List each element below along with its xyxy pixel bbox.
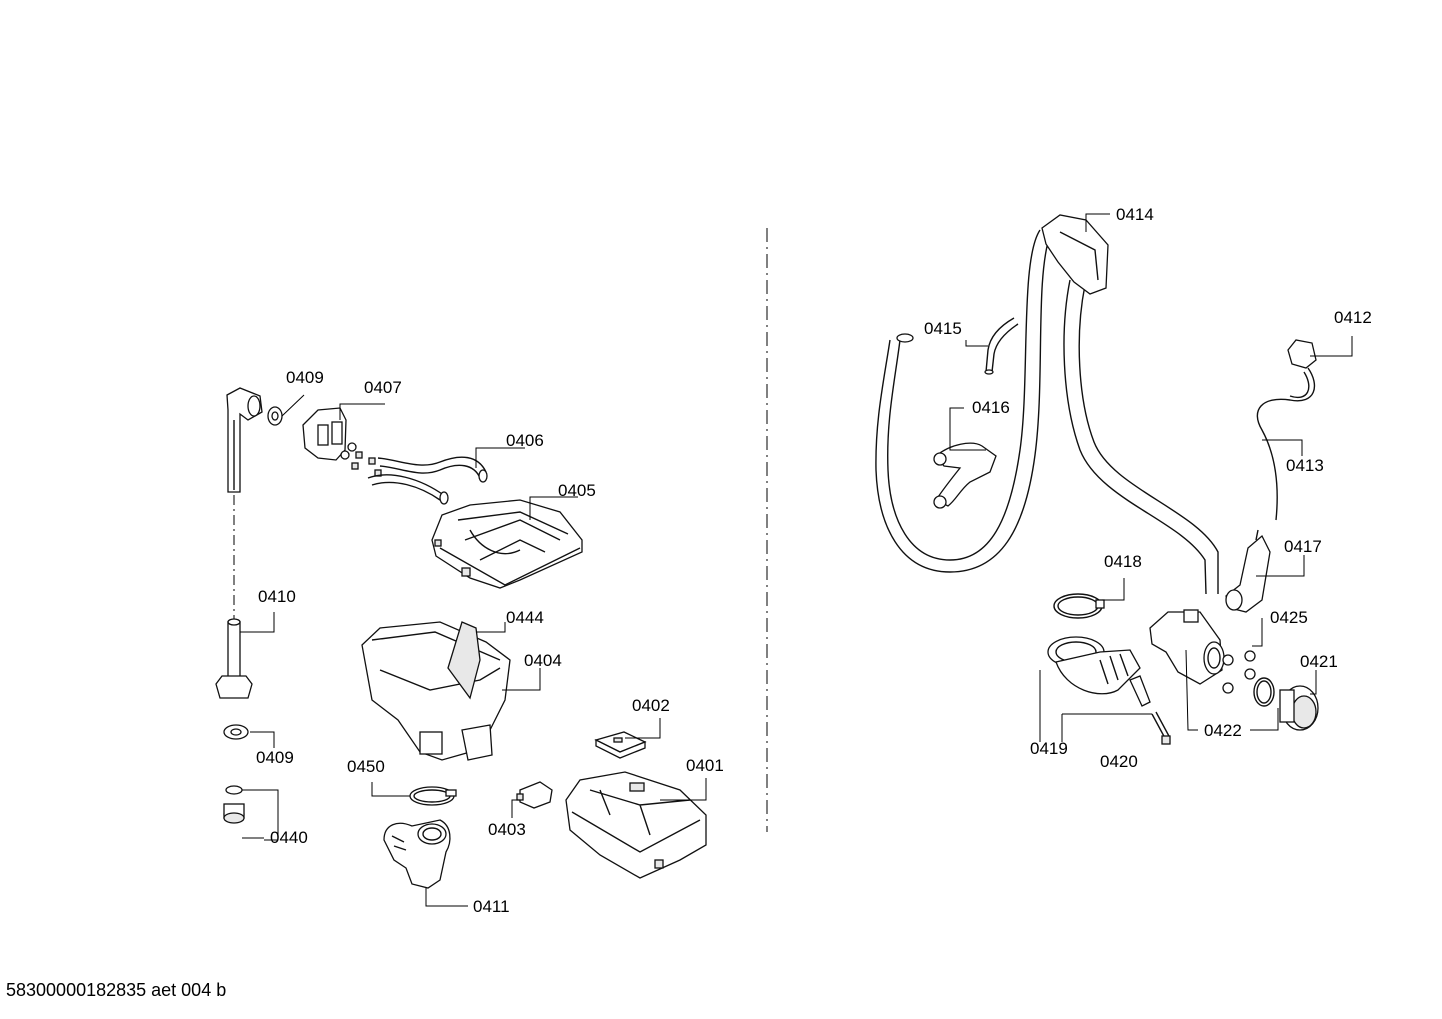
callout-labels: 0409 0407 0406 0405 0410 0444 0404 0409 … <box>256 205 1372 916</box>
inlet-valve-part <box>302 407 357 461</box>
drawing-reference-code: 58300000182835 aet 004 b <box>6 980 227 1000</box>
small-hose-part <box>984 317 1019 375</box>
callout-0440: 0440 <box>270 828 308 847</box>
valve-hoses-part <box>367 456 488 505</box>
callout-0412: 0412 <box>1334 308 1372 327</box>
hose-ring-part <box>1053 593 1105 619</box>
pressure-chamber-part <box>1225 529 1271 613</box>
callout-0404: 0404 <box>524 651 562 670</box>
drain-bellows-part <box>1047 636 1151 707</box>
filter-part <box>223 785 245 824</box>
callout-0413: 0413 <box>1286 456 1324 475</box>
callout-0421: 0421 <box>1300 652 1338 671</box>
callout-0414: 0414 <box>1116 205 1154 224</box>
callout-0417: 0417 <box>1284 537 1322 556</box>
washer-top-part <box>267 406 283 426</box>
washer-bottom-part <box>223 724 249 740</box>
dispenser-insert-part <box>594 731 647 759</box>
hose-clips-part <box>351 451 382 477</box>
hose-clamp-part <box>409 786 457 806</box>
drain-hose-part <box>875 214 1219 595</box>
callout-0422: 0422 <box>1204 721 1242 740</box>
dispenser-top-cover-part <box>431 499 583 589</box>
dispenser-housing-part <box>361 621 511 761</box>
callout-0410: 0410 <box>258 587 296 606</box>
callout-0444: 0444 <box>506 608 544 627</box>
pump-seal-part <box>1253 677 1275 707</box>
nuts-part <box>1222 650 1256 694</box>
inlet-hose-lower-part <box>215 618 253 699</box>
callout-0406: 0406 <box>506 431 544 450</box>
callout-0420: 0420 <box>1100 752 1138 771</box>
y-piece-part <box>933 442 997 509</box>
callout-0401: 0401 <box>686 756 724 775</box>
callout-0425: 0425 <box>1270 608 1308 627</box>
callout-0409-bottom: 0409 <box>256 748 294 767</box>
callout-0403: 0403 <box>488 820 526 839</box>
left-leader-lines <box>240 394 707 907</box>
callout-0418: 0418 <box>1104 552 1142 571</box>
right-leader-lines <box>949 213 1353 742</box>
pump-filter-part <box>1279 685 1319 731</box>
callout-0411: 0411 <box>473 897 510 916</box>
siphon-cap-part <box>516 781 553 809</box>
inlet-hose-elbow-part <box>226 387 263 493</box>
callout-0450: 0450 <box>347 757 385 776</box>
drain-pump-part <box>1149 609 1225 685</box>
callout-0407: 0407 <box>364 378 402 397</box>
callout-0415: 0415 <box>924 319 962 338</box>
callout-0405: 0405 <box>558 481 596 500</box>
callout-0402: 0402 <box>632 696 670 715</box>
callout-0419: 0419 <box>1030 739 1068 758</box>
dispenser-bellows-part <box>383 819 451 889</box>
dispenser-drawer-part <box>565 771 707 879</box>
callout-0416: 0416 <box>972 398 1010 417</box>
pressure-switch-part <box>1256 339 1317 521</box>
callout-0409-top: 0409 <box>286 368 324 387</box>
screw-part <box>1151 711 1171 745</box>
